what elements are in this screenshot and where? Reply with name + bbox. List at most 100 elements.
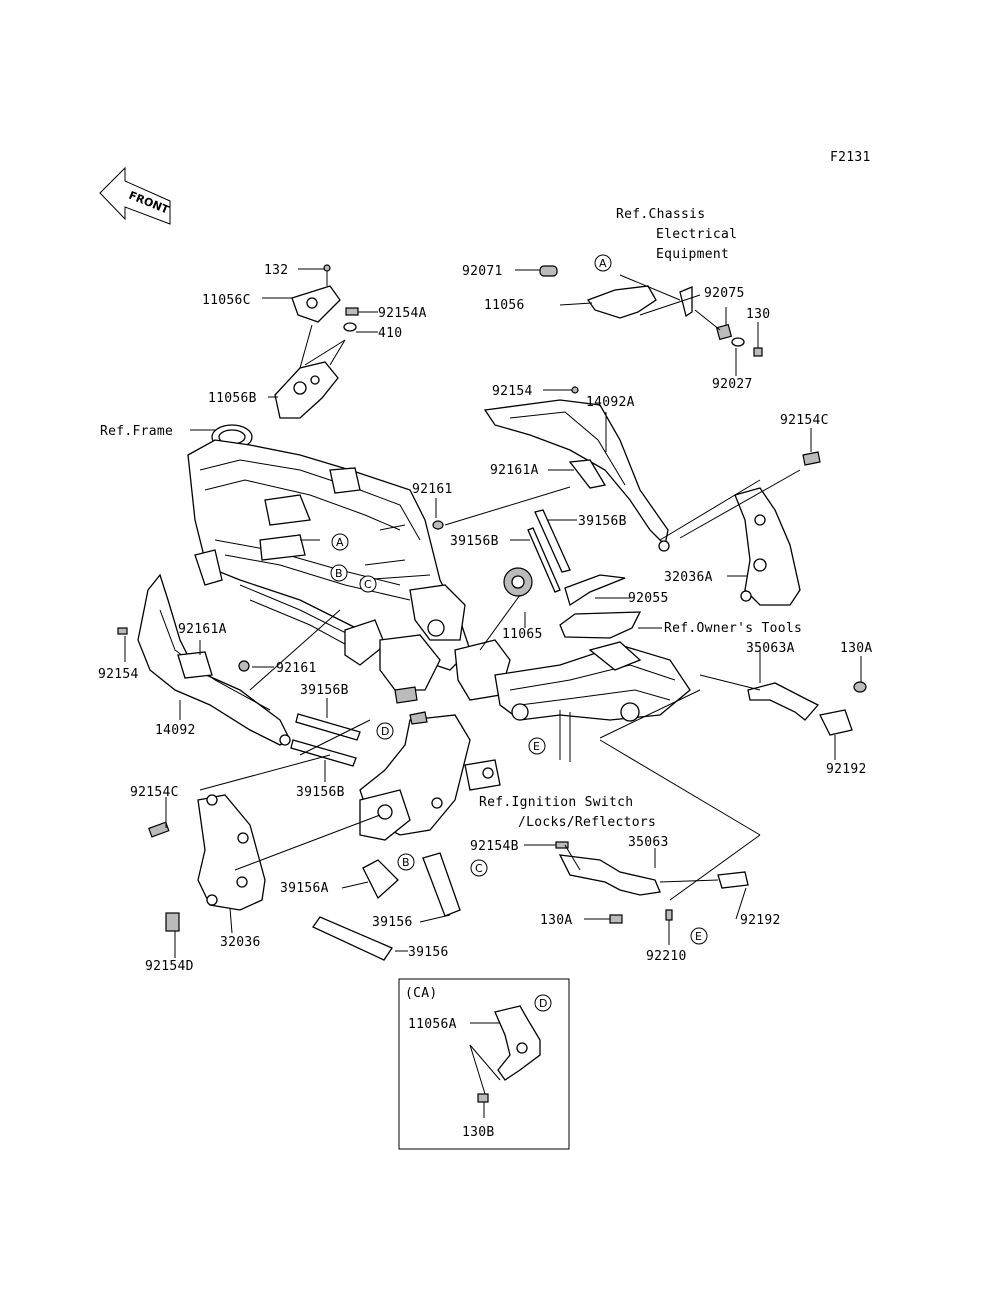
callout-d-frame: D — [376, 722, 394, 740]
damper-92161-right — [432, 520, 444, 530]
part-labels: 132 11056C 92154A 410 11056B Ref.Frame 9… — [98, 207, 873, 1140]
label-92075: 92075 — [704, 286, 745, 301]
label-92154: 92154 — [492, 384, 533, 399]
leader-lines — [124, 268, 862, 1150]
plate-32036 — [197, 794, 266, 911]
svg-text:B: B — [335, 567, 343, 580]
label-11056a: 11056A — [408, 1017, 457, 1032]
bolt-92154-left — [117, 627, 128, 635]
label-ref-chassis-1: Ref.Chassis — [616, 207, 705, 222]
label-92071: 92071 — [462, 264, 503, 279]
peg-rubber-92192-right — [819, 709, 853, 736]
label-ref-ignition-1: Ref.Ignition Switch — [479, 795, 633, 810]
tool-strap-92055 — [564, 574, 626, 607]
callout-a-top: A — [594, 254, 612, 272]
bolt-92154d — [165, 912, 180, 932]
svg-text:B: B — [402, 856, 410, 869]
tool-tray — [559, 611, 642, 639]
label-39156b-left-1: 39156B — [300, 683, 349, 698]
label-130a-right: 130A — [840, 641, 873, 656]
label-92192-right: 92192 — [826, 762, 867, 777]
label-39156b-left-2: 39156B — [296, 785, 345, 800]
label-11056c: 11056C — [202, 293, 251, 308]
label-39156b-right-1: 39156B — [578, 514, 627, 529]
callout-b-bottom: B — [397, 853, 415, 871]
callout-markers: A A B B C C D D E E — [330, 254, 708, 1012]
footpeg-bracket-35063a — [747, 681, 867, 721]
label-130: 130 — [746, 307, 770, 322]
callout-a-frame: A — [331, 533, 349, 551]
svg-text:C: C — [364, 578, 372, 591]
label-32036: 32036 — [220, 935, 261, 950]
strips-39156b-right — [527, 509, 571, 593]
label-92154a: 92154A — [378, 306, 427, 321]
callout-c-bottom: C — [470, 859, 488, 877]
svg-text:D: D — [381, 725, 389, 738]
label-39156: 39156 — [372, 915, 413, 930]
bolt-92154a — [343, 307, 359, 332]
callout-e-bottom: E — [690, 927, 708, 945]
strips-39156b-left — [290, 713, 361, 767]
svg-text:A: A — [599, 257, 607, 270]
label-39156a: 39156A — [280, 881, 329, 896]
label-132: 132 — [264, 263, 288, 278]
label-39156b-right-2: 39156B — [450, 534, 499, 549]
label-32036a: 32036A — [664, 570, 713, 585]
callout-b-frame: B — [330, 564, 348, 582]
bracket-11056 — [586, 285, 693, 319]
grommet-92071 — [539, 265, 558, 277]
svg-text:E: E — [695, 930, 702, 943]
label-ca: (CA) — [405, 986, 438, 1001]
svg-text:A: A — [336, 536, 344, 549]
svg-text:D: D — [539, 997, 547, 1010]
label-ref-frame: Ref.Frame — [100, 424, 173, 439]
svg-text:FRONT: FRONT — [127, 189, 171, 217]
swingarm — [494, 641, 691, 722]
label-130b: 130B — [462, 1125, 495, 1140]
label-92192-bottom: 92192 — [740, 913, 781, 928]
label-92154c-right: 92154C — [780, 413, 829, 428]
callout-c-frame: C — [359, 575, 377, 593]
strip-39156-horizontal — [312, 916, 393, 961]
label-92161a-left: 92161A — [178, 622, 227, 637]
label-11065: 11065 — [502, 627, 543, 642]
label-ref-ignition-2: /Locks/Reflectors — [518, 815, 656, 830]
svg-text:E: E — [533, 740, 540, 753]
strip-39156a — [362, 859, 399, 900]
damper-92161-left — [238, 660, 250, 672]
bracket-11056a — [477, 1005, 541, 1103]
cover-14092 — [137, 573, 291, 746]
callout-d-ca: D — [534, 994, 552, 1012]
footpeg-bracket-35063 — [558, 854, 749, 896]
cover-14092a — [483, 386, 670, 552]
label-14092a: 14092A — [586, 395, 635, 410]
callout-e-swingarm: E — [528, 737, 546, 755]
label-35063: 35063 — [628, 835, 669, 850]
front-arrow-icon: FRONT — [99, 166, 171, 225]
pin-92210 — [665, 909, 673, 921]
label-ref-tools: Ref.Owner's Tools — [664, 621, 802, 636]
label-92161a-right: 92161A — [490, 463, 539, 478]
label-92161-left: 92161 — [276, 661, 317, 676]
label-410: 410 — [378, 326, 402, 341]
bracket-11056b — [274, 361, 339, 419]
label-11056b: 11056B — [208, 391, 257, 406]
label-ref-chassis-2: Electrical — [656, 227, 737, 242]
label-92154b: 92154B — [470, 839, 519, 854]
label-ref-chassis-3: Equipment — [656, 247, 729, 262]
figure-code: F2131 — [830, 150, 871, 165]
label-11056: 11056 — [484, 298, 525, 313]
label-92154d: 92154D — [145, 959, 194, 974]
label-39156-bottom: 39156 — [408, 945, 449, 960]
label-14092: 14092 — [155, 723, 196, 738]
lower-mount — [359, 686, 501, 841]
svg-text:C: C — [475, 862, 483, 875]
label-35063a: 35063A — [746, 641, 795, 656]
nut-92075 — [715, 323, 763, 357]
bracket-11056c — [291, 264, 341, 323]
label-130a-bottom: 130A — [540, 913, 573, 928]
label-92161-right: 92161 — [412, 482, 453, 497]
strip-39156-vertical — [422, 852, 461, 917]
label-92027: 92027 — [712, 377, 753, 392]
